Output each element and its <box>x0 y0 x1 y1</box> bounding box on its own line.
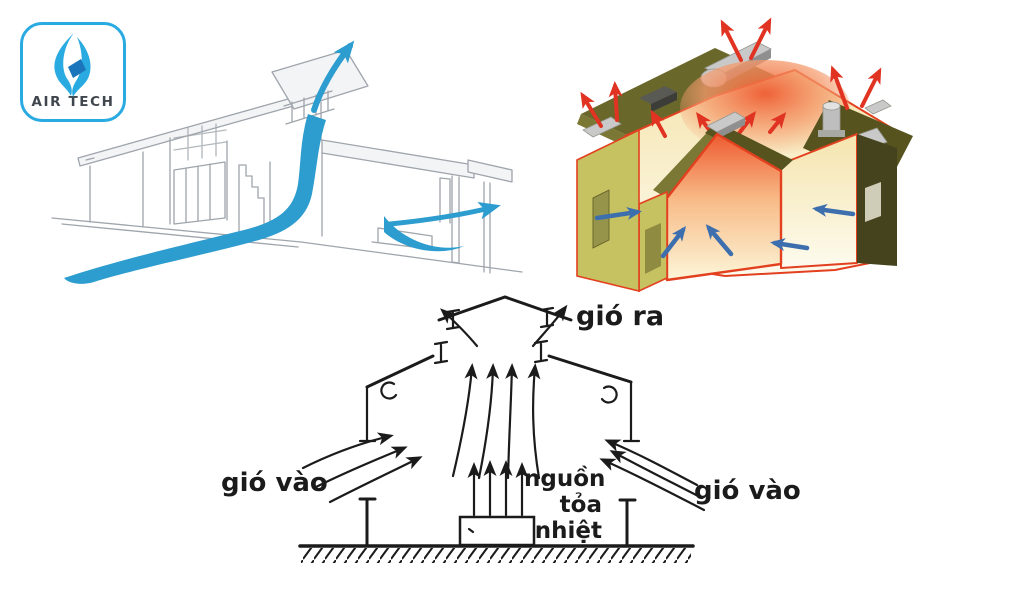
ground-post-left <box>358 497 377 546</box>
building-shell <box>358 354 641 443</box>
label-heat-source-line3: nhiệt <box>534 518 602 544</box>
door <box>645 223 661 274</box>
chimney-icon <box>818 101 845 137</box>
wall-panel <box>865 182 881 222</box>
airflow-exit-arrows <box>311 40 501 227</box>
heat-source <box>458 460 536 547</box>
roof-vent-box-icon <box>864 99 892 115</box>
cool-air-arrows <box>594 203 856 259</box>
front-gable-wing <box>638 111 793 293</box>
ground-post-right <box>618 498 637 546</box>
ground <box>298 497 695 563</box>
eddy-curl-left-icon <box>380 381 398 400</box>
rising-air-arrows <box>451 363 541 480</box>
eddy-curl-right-icon <box>600 385 618 404</box>
left-wing <box>576 128 640 293</box>
label-air-in-left: gió vào <box>221 468 328 498</box>
label-air-out: gió ra <box>576 301 665 332</box>
house-sketch <box>51 49 523 274</box>
airtech-logo: AIR TECH <box>20 22 126 122</box>
label-air-in-right: gió vào <box>694 476 801 506</box>
roof-vent-box-icon <box>639 86 677 104</box>
incoming-air-arrows-left <box>301 432 423 504</box>
roof-monitor <box>433 295 573 365</box>
brand-name: AIR TECH <box>31 94 115 110</box>
gable-ridge-vent-icon <box>706 111 746 139</box>
roof-exit-arrow-icon <box>311 40 355 113</box>
label-heat-source-line1: nguồn <box>524 466 606 492</box>
label-heat-source: nguồn tỏa nhiệt <box>524 466 606 544</box>
hot-air-exit-arrows <box>580 17 882 128</box>
ventilation-schematic <box>298 295 706 563</box>
airflow-ribbon <box>64 114 464 284</box>
house-cross-section-illustration <box>51 40 523 284</box>
building-ventilation-illustration <box>576 17 913 293</box>
side-exit-arrow-icon <box>387 201 501 227</box>
label-heat-source-line2: tỏa <box>559 492 602 518</box>
air-out-arrow-left-icon <box>440 308 479 348</box>
flame-icon <box>54 33 91 97</box>
incoming-air-arrows-right <box>599 439 706 512</box>
right-wing <box>780 133 897 269</box>
heat-rise-arrows <box>467 460 529 517</box>
